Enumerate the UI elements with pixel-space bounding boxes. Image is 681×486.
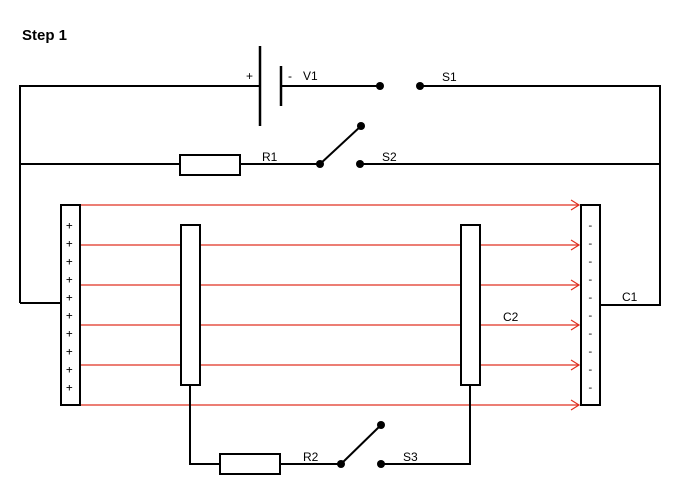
capacitor-c2-label: C2	[503, 310, 519, 324]
step-title: Step 1	[22, 27, 67, 44]
negative-charge-sign: -	[587, 219, 594, 232]
positive-charge-sign: +	[66, 327, 73, 340]
resistor-r2: R2	[219, 450, 319, 475]
negative-charge-sign: -	[587, 309, 594, 322]
resistor-r1: R1	[179, 150, 278, 176]
negative-charge-sign: -	[587, 363, 594, 376]
battery-label: V1	[303, 69, 318, 83]
battery-minus-sign: -	[288, 69, 292, 83]
positive-charge-sign: +	[66, 273, 73, 286]
field-line-arrow	[80, 199, 581, 211]
resistor-r1-label: R1	[262, 150, 278, 164]
resistor-r2-label: R2	[303, 450, 319, 464]
positive-charge-sign: +	[66, 237, 73, 250]
field-line-arrow	[80, 279, 581, 291]
battery-v1: + - V1	[246, 46, 318, 126]
positive-charge-sign: +	[66, 255, 73, 268]
switch-s2: S2	[316, 122, 397, 168]
switch-s1-label: S1	[442, 70, 457, 84]
switch-s1: S1	[376, 70, 457, 90]
positive-charge-sign: +	[66, 309, 73, 322]
negative-charge-sign: -	[587, 255, 594, 268]
capacitor-c1-negative-plate	[580, 204, 601, 406]
positive-charge-sign: +	[66, 219, 73, 232]
field-line-arrow	[80, 399, 581, 411]
switch-s2-label: S2	[382, 150, 397, 164]
negative-charge-sign: -	[587, 381, 594, 394]
field-lines	[80, 199, 581, 411]
negative-charge-signs: - - - - - - - - - -	[587, 219, 594, 394]
field-line-arrow	[80, 359, 581, 371]
negative-charge-sign: -	[587, 237, 594, 250]
negative-charge-sign: -	[587, 291, 594, 304]
switch-s3: S3	[337, 421, 418, 468]
bottom-wire	[189, 385, 471, 465]
capacitor-c2-left-plate	[180, 224, 201, 386]
field-line-arrow	[80, 239, 581, 251]
negative-charge-sign: -	[587, 273, 594, 286]
positive-charge-signs: + + + + + + + + + +	[66, 219, 73, 394]
positive-charge-sign: +	[66, 363, 73, 376]
positive-charge-sign: +	[66, 381, 73, 394]
negative-charge-sign: -	[587, 345, 594, 358]
positive-charge-sign: +	[66, 291, 73, 304]
capacitor-c1-positive-plate	[60, 204, 81, 406]
switch-s3-label: S3	[403, 450, 418, 464]
battery-plus-sign: +	[246, 69, 253, 83]
capacitor-c2-right-plate	[460, 224, 481, 386]
field-line-arrow	[80, 319, 581, 331]
top-wire	[19, 85, 661, 306]
positive-charge-sign: +	[66, 345, 73, 358]
capacitor-c1-label: C1	[622, 290, 638, 304]
negative-charge-sign: -	[587, 327, 594, 340]
